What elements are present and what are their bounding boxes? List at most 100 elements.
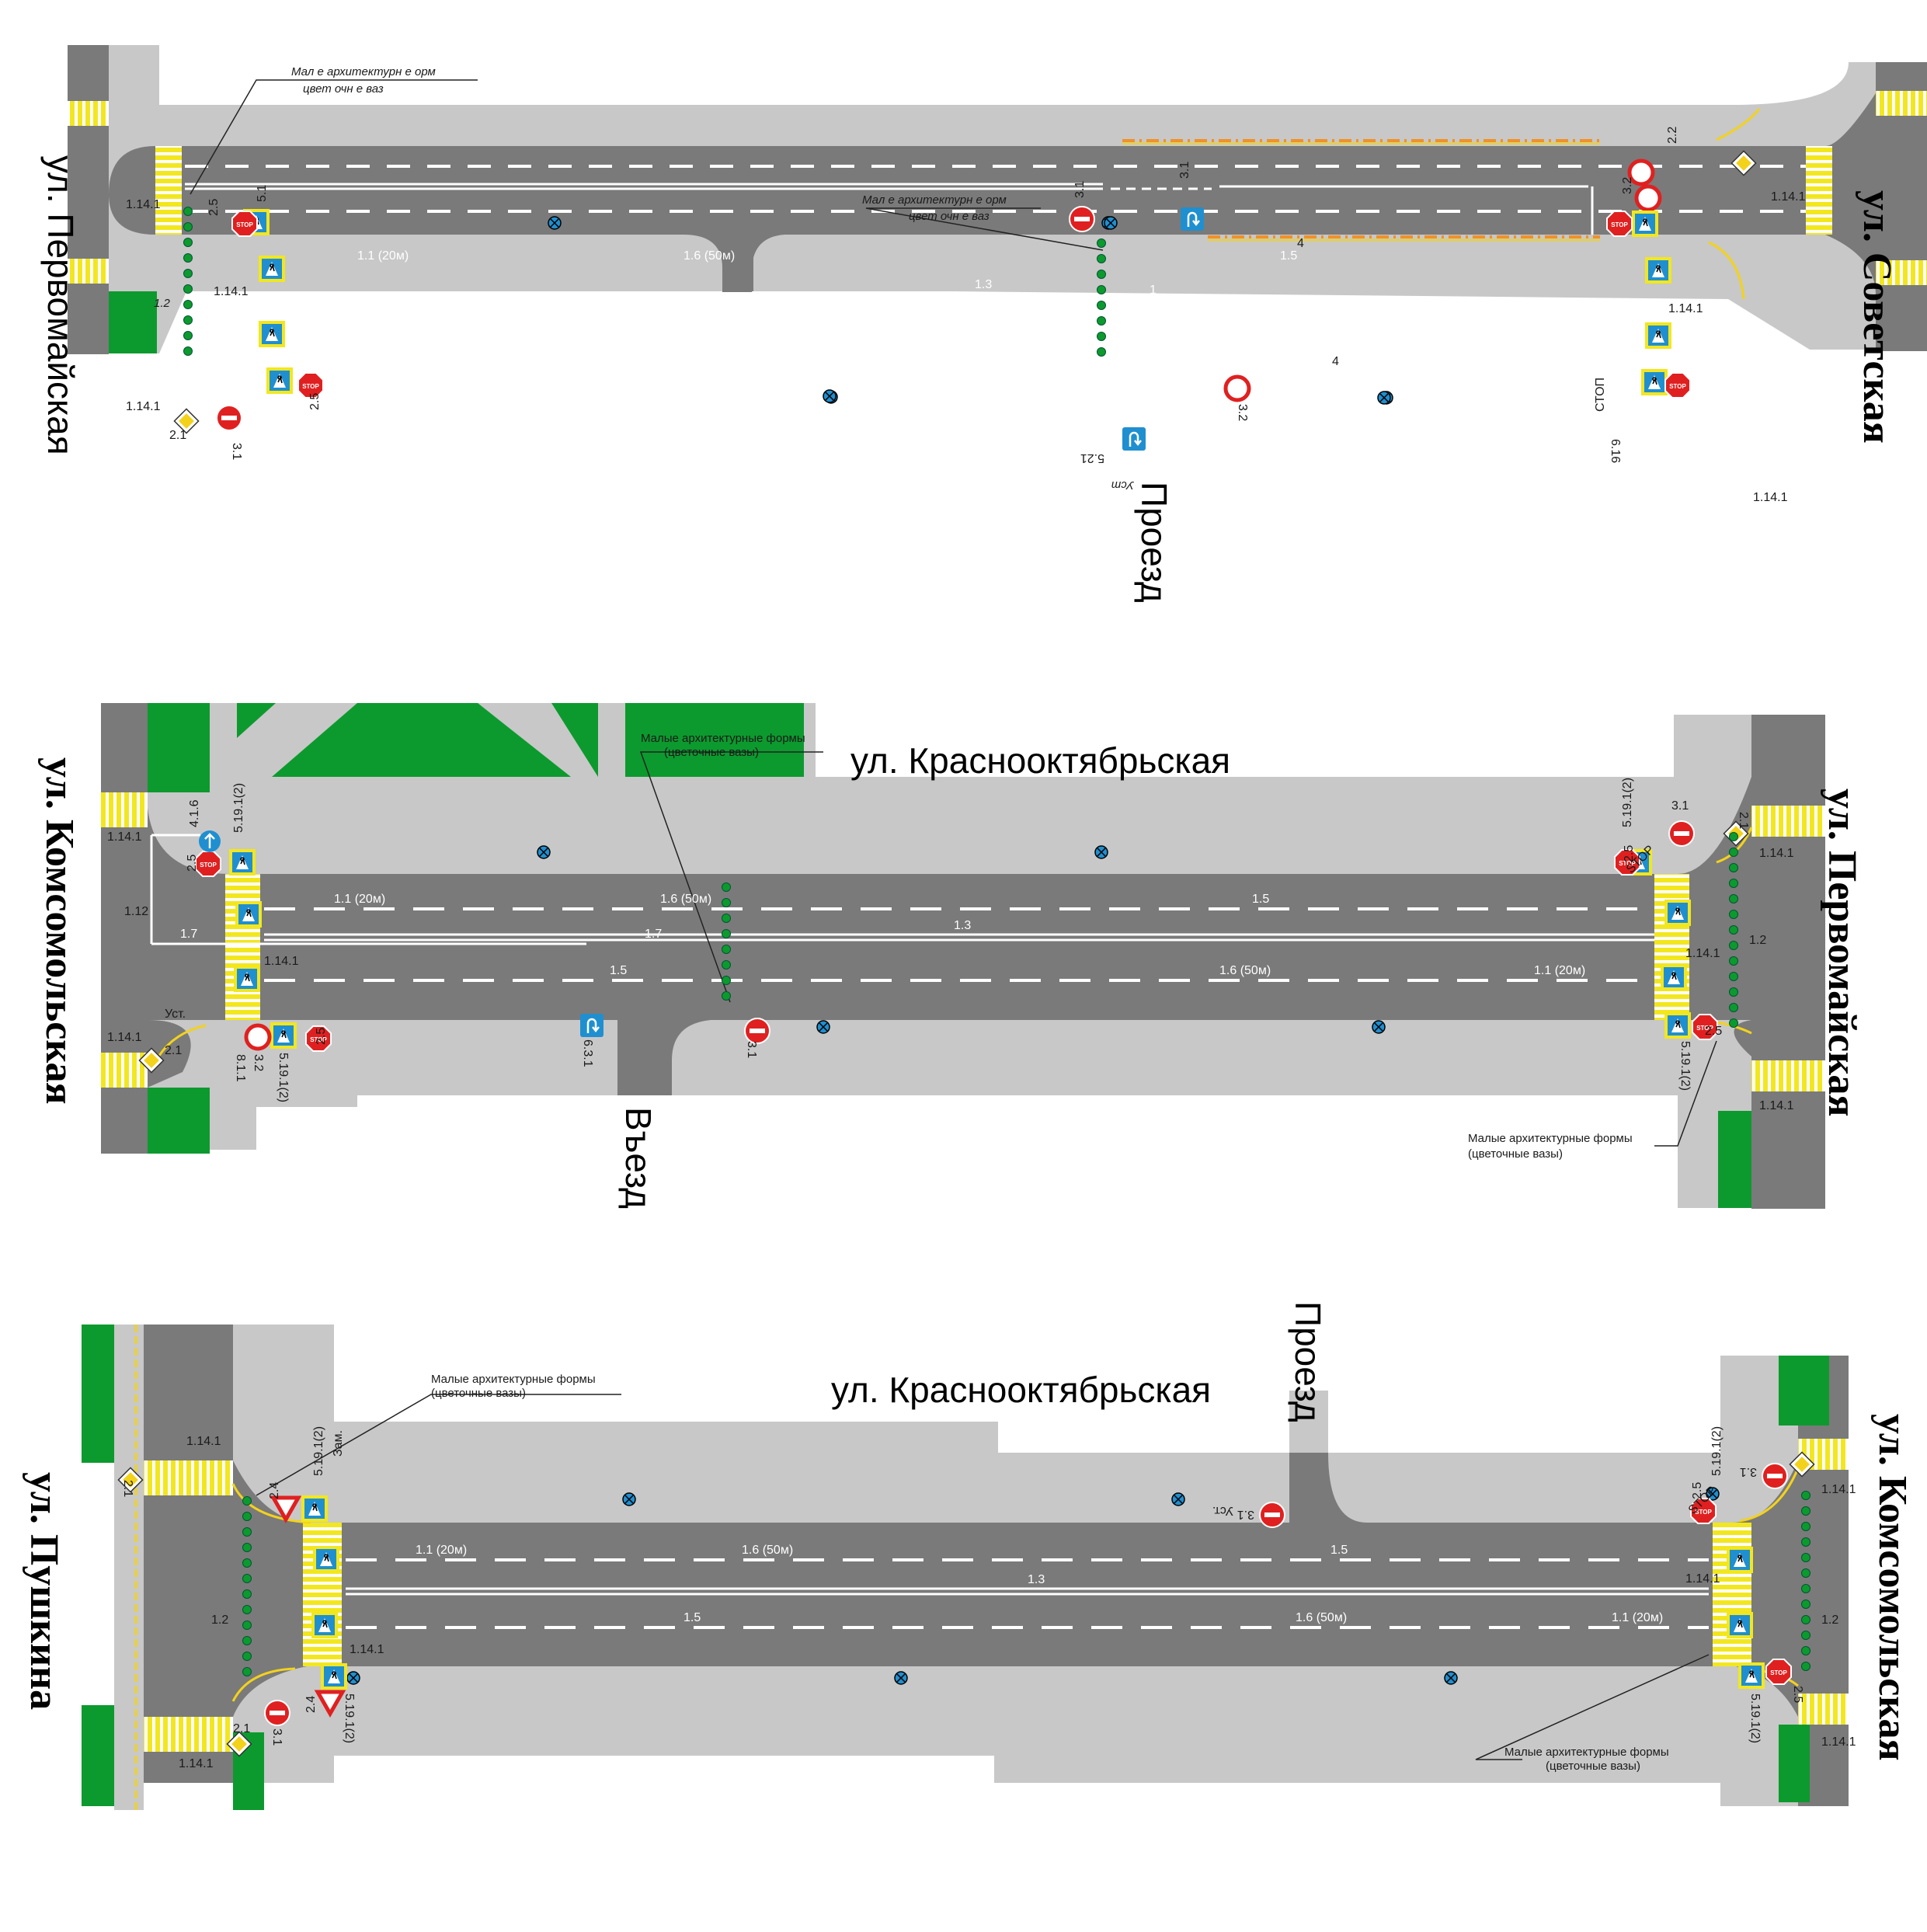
sign-label: 6.3.1 — [581, 1039, 594, 1067]
flower-vase-icon — [242, 1527, 252, 1537]
sign-label: 5.19.1(2) — [343, 1694, 356, 1743]
flower-vase-icon — [242, 1667, 252, 1676]
flower-vase-icon — [242, 1574, 252, 1583]
no-entry-sign-icon — [216, 405, 242, 431]
marking-label: 1.2 — [211, 1613, 228, 1627]
no-entry-sign-icon — [264, 1700, 290, 1726]
flower-vase-icon — [242, 1605, 252, 1614]
grass — [237, 703, 276, 738]
hydrant-icon — [1171, 1492, 1185, 1506]
annotation-flower-vases: Мал е архитектурн е орм — [862, 193, 1007, 207]
u-turn-sign-icon — [1179, 206, 1205, 232]
flower-vase-icon — [722, 976, 731, 985]
sign-label: 6.16 — [1609, 439, 1622, 463]
marking-label: 1.2 — [1749, 934, 1766, 947]
road-left-vertical — [144, 1325, 233, 1783]
marking-label: 1.14.1 — [214, 285, 249, 298]
marking-label: 1.14.1 — [1821, 1735, 1856, 1749]
grass — [551, 703, 598, 777]
hydrant-icon — [346, 1671, 360, 1685]
street-name-top: ул. Краснооктябрьская — [850, 740, 1230, 781]
driveway-proezd — [722, 235, 784, 292]
crosswalk — [1713, 1523, 1751, 1666]
sign-label: 2.5 — [186, 855, 199, 872]
grass — [1779, 1725, 1810, 1802]
sign-label: 3.1 — [1740, 1465, 1757, 1478]
section-1 — [68, 45, 1927, 452]
flower-vase-icon — [183, 222, 193, 231]
flower-vase-icon — [722, 914, 731, 923]
sign-label: 2.5 — [1705, 1025, 1722, 1038]
marking-label: 1.5 — [1330, 1544, 1348, 1557]
grass — [109, 291, 157, 353]
pedestrian-crossing-sign-icon — [1644, 322, 1672, 350]
no-entry-sign-icon — [1762, 1463, 1788, 1489]
annotation-flower-vases: (цветочные вазы) — [1468, 1147, 1563, 1161]
flower-vase-icon — [1729, 941, 1738, 950]
stop-sign-icon — [231, 211, 258, 237]
marking-label: 1.5 — [1252, 893, 1269, 906]
pedestrian-crossing-sign-icon — [1644, 256, 1672, 284]
flower-vase-icon — [722, 960, 731, 969]
crosswalk — [101, 792, 148, 827]
marking-label: 1.1 (20м) — [416, 1544, 467, 1557]
pedestrian-crossing-sign-icon — [1664, 1011, 1692, 1039]
marking-label: 1.14.1 — [1685, 1572, 1720, 1586]
street-name-right: ул. Первомайская — [1820, 788, 1864, 1116]
stop-sign-icon — [1606, 211, 1633, 237]
grass — [625, 703, 804, 777]
sign-label: 3.2 — [252, 1054, 265, 1071]
street-name-right: ул. Комсомольская — [1870, 1414, 1915, 1761]
pedestrian-crossing-sign-icon — [1664, 899, 1692, 927]
marking-label: 1.6 (50м) — [660, 893, 711, 906]
sign-label: 3.2 — [1236, 404, 1249, 421]
grass — [1779, 1356, 1829, 1426]
marking-label: 1.7 — [180, 928, 197, 941]
stop-sign-icon — [1664, 372, 1691, 399]
street-name-left: ул. Комсомольская — [37, 757, 82, 1105]
sign-label: 2.1 — [121, 1480, 134, 1497]
flower-vase-icon — [1801, 1553, 1810, 1562]
marking-label: 1.1 (20м) — [334, 893, 385, 906]
flower-vase-icon — [1097, 285, 1106, 294]
road-right-vertical — [1751, 715, 1825, 1209]
sign-label: 5.19.1(2) — [1621, 778, 1634, 827]
annotation-flower-vases: Малые архитектурные формы — [1468, 1132, 1633, 1145]
sign-label: 2.5 — [207, 199, 221, 216]
pedestrian-crossing-sign-icon — [1660, 963, 1688, 991]
annotation-flower-vases: Мал е архитектурн е орм — [291, 65, 436, 78]
flower-vase-icon — [242, 1620, 252, 1630]
road-main — [148, 874, 1751, 1020]
pedestrian-crossing-sign-icon — [1737, 1662, 1765, 1690]
driveway-vezd — [617, 1020, 711, 1095]
flower-vase-icon — [1729, 863, 1738, 872]
marking-label: 1.12 — [124, 905, 148, 918]
flower-vase-icon — [1097, 301, 1106, 310]
flower-vase-icon — [1729, 972, 1738, 981]
flower-vase-icon — [1801, 1615, 1810, 1624]
marking-label: 1.14.1 — [1668, 302, 1703, 315]
flower-vase-icon — [242, 1589, 252, 1599]
marking-label: 1.5 — [610, 964, 627, 977]
crosswalk — [1798, 1694, 1849, 1725]
u-turn-sign-icon — [579, 1012, 605, 1039]
sign-label: 5.21 — [1080, 451, 1104, 465]
sign-label: 3.1 — [1073, 181, 1087, 198]
pedestrian-crossing-sign-icon — [1726, 1546, 1754, 1574]
annotation-flower-vases: цвет очн е ваз — [909, 210, 990, 223]
marking-label: 1.1 (20м) — [357, 249, 409, 263]
flower-vase-icon — [183, 269, 193, 278]
flower-vase-icon — [183, 315, 193, 325]
grass — [272, 703, 571, 777]
sign-label: 3.1 — [270, 1728, 283, 1746]
marking-label: 1.14.1 — [1753, 491, 1788, 504]
pedestrian-crossing-sign-icon — [270, 1022, 297, 1050]
flower-vase-icon — [183, 300, 193, 309]
flower-vase-icon — [1097, 254, 1106, 263]
pedestrian-crossing-sign-icon — [312, 1545, 340, 1573]
annotation-flower-vases: (цветочные вазы) — [1546, 1760, 1640, 1773]
sign-label: 5.19.1(2) — [312, 1426, 325, 1476]
hydrant-icon — [1372, 1020, 1386, 1034]
